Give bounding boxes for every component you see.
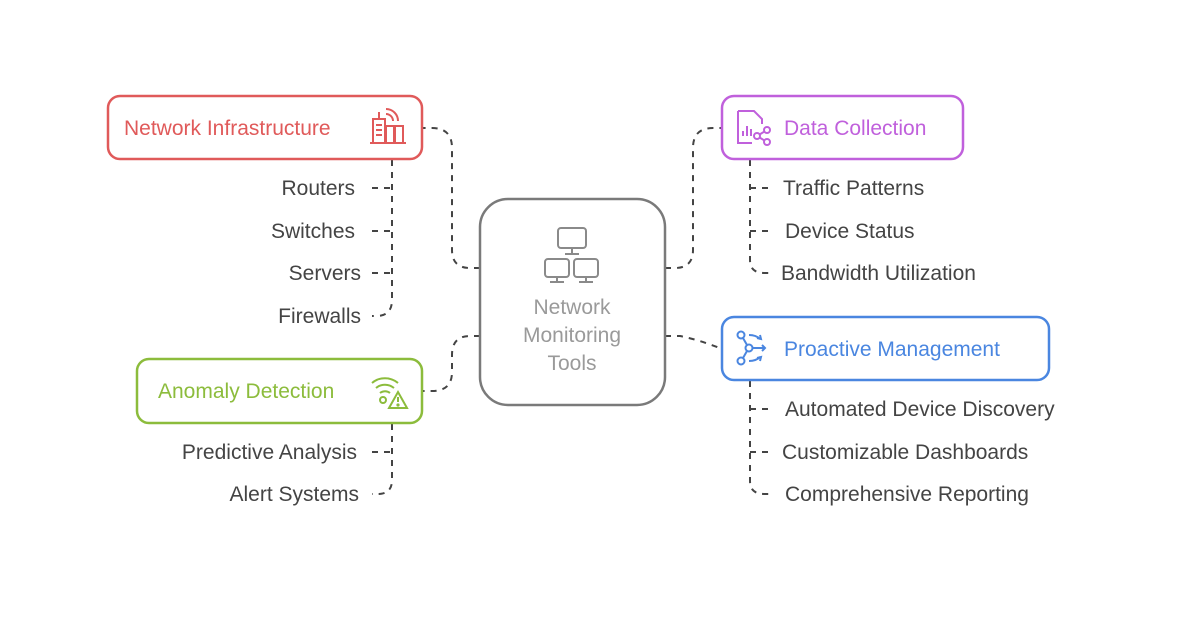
branch-box [720,315,1051,382]
connector-data-collection-children [749,160,772,274]
leaf-automated-device-discovery: Automated Device Discovery [785,398,1055,421]
connector-center-proactive-management [665,335,723,350]
connector-center-anomaly-detection [422,335,480,392]
leaf-routers: Routers [281,177,355,200]
center-title-line-2: Monitoring [523,324,621,347]
connector-anomaly-detection-children [372,424,393,495]
leaf-customizable-dashboards: Customizable Dashboards [782,441,1028,464]
connector-center-data-collection [665,127,722,269]
branching-arrows-icon [736,330,767,366]
building-antenna-icon [370,108,406,144]
leaf-servers: Servers [289,262,361,285]
branch-label: Proactive Management [784,338,1000,361]
leaf-predictive-analysis: Predictive Analysis [182,441,357,464]
leaf-alert-systems: Alert Systems [229,483,359,506]
leaf-firewalls: Firewalls [278,305,361,328]
branch-label: Anomaly Detection [158,380,334,403]
chart-share-document-icon [737,110,771,146]
wifi-warning-icon [371,377,409,409]
leaf-bandwidth-utilization: Bandwidth Utilization [781,262,976,285]
branch-node-network-infrastructure[interactable]: Network Infrastructure [106,94,424,161]
connector-center-network-infrastructure [422,127,480,269]
branch-node-data-collection[interactable]: Data Collection [720,94,965,161]
leaf-switches: Switches [271,220,355,243]
connector-network-infrastructure-children [372,160,393,317]
branch-node-anomaly-detection[interactable]: Anomaly Detection [135,357,424,425]
leaf-comprehensive-reporting: Comprehensive Reporting [785,483,1029,506]
branch-node-proactive-management[interactable]: Proactive Management [720,315,1051,382]
branch-box [720,94,965,161]
center-title-line-1: Network [533,296,611,319]
leaf-device-status: Device Status [785,220,915,243]
branch-box [135,357,424,425]
branch-label: Network Infrastructure [124,117,331,140]
network-computers-icon [544,227,599,283]
branch-label: Data Collection [784,117,926,140]
leaf-traffic-patterns: Traffic Patterns [783,177,924,200]
connector-proactive-management-children [749,381,772,495]
center-title-line-3: Tools [547,352,596,375]
center-node-box [478,197,667,407]
branch-box [106,94,424,161]
center-node[interactable]: Network Monitoring Tools [478,197,667,407]
